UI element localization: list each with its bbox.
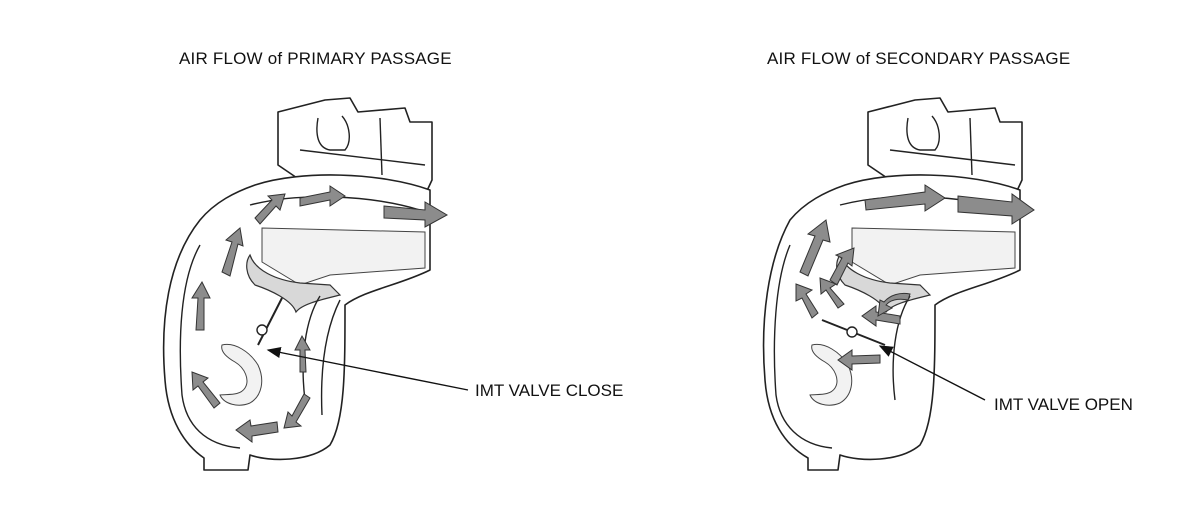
imt-valve-close-label: IMT VALVE CLOSE (475, 381, 624, 400)
primary-passage-title: AIR FLOW of PRIMARY PASSAGE (179, 49, 452, 68)
primary-intake-manifold (162, 97, 449, 471)
secondary-flow-arrows (795, 184, 1035, 371)
imt-valve-open-label: IMT VALVE OPEN (994, 395, 1133, 414)
valve-open-leader (878, 345, 986, 401)
secondary-passage-title: AIR FLOW of SECONDARY PASSAGE (767, 49, 1071, 68)
primary-flow-arrows (191, 185, 449, 443)
valve-close-leader (266, 346, 469, 391)
secondary-intake-manifold (762, 97, 1035, 471)
